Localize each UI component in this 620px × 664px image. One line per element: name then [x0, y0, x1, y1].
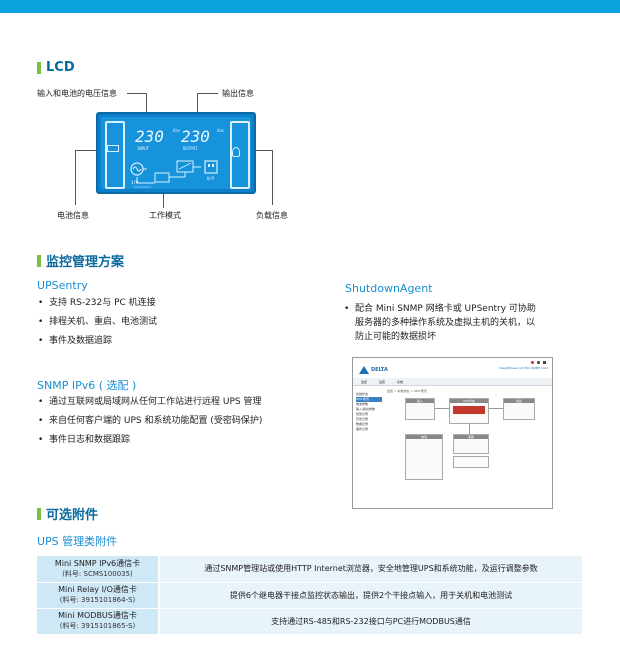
snmp-list: 通过互联网或局域网从任何工作站进行远程 UPS 管理 来自任何客户端的 UPS … [37, 397, 337, 454]
callout-line-mode [163, 194, 164, 208]
callout-line-output [197, 93, 218, 123]
lcd-label-input-battery: 输入和电池的电压信息 [37, 89, 117, 98]
callout-line-input [127, 93, 147, 123]
menu-item-system[interactable]: 系统 [397, 379, 404, 384]
lcd-label-work-mode: 工作模式 [149, 211, 181, 220]
list-item: 事件日志和数据跟踪 [37, 435, 337, 446]
delta-triangle-icon [359, 366, 369, 374]
snmp-web-screenshot: DELTA InsightPower G3 Mini SNMP Card 监控 … [352, 357, 553, 509]
title-marker [37, 507, 41, 520]
flag-icon [531, 361, 534, 364]
output-port-label: O/P [207, 176, 215, 181]
input-port-label: I/P [131, 180, 139, 185]
lcd-screen: 230 Vac INPUT 230 Vac OUTPUT I/P O/P [101, 117, 251, 189]
battery-icon [107, 145, 119, 152]
sidebar-item-active[interactable]: UPS 概况 [356, 397, 382, 402]
menu-bar: 监控 设置 系统 [353, 378, 552, 386]
breadcrumb: 监控 > 系统状态 > UPS 概况 [387, 389, 427, 393]
accessory-desc-cell: 通过SNMP管理站或使用HTTP Internet浏览器，安全地管理UPS和系统… [158, 556, 582, 583]
list-item: 通过互联网或局域网从任何工作站进行远程 UPS 管理 [37, 397, 337, 408]
list-item: 排程关机、重启、电池测试 [37, 317, 327, 328]
lcd-label-battery: 电池信息 [57, 211, 89, 220]
sidebar-item[interactable]: 系统状态 [356, 392, 369, 396]
input-voltage-value: 230 [135, 127, 164, 146]
upsentry-list: 支持 RS-232与 PC 机连接 排程关机、重启、电池测试 事件及数据追踪 [37, 298, 327, 355]
sidebar-item[interactable]: 电池参数 [356, 402, 369, 406]
sidebar-item[interactable]: 输入/输出参数 [356, 407, 376, 411]
callout-line-load [256, 150, 273, 205]
accessory-desc-cell: 提供6个继电器干接点监控状态输出，提供2个干接点输入，用于关机和电池测试 [158, 582, 582, 609]
accessories-subtitle: UPS 管理类附件 [37, 535, 118, 548]
monitor-section-title: 监控管理方案 [37, 251, 124, 270]
table-row: Mini SNMP IPv6通信卡 (料号: SCMS100035) 通过SNM… [37, 556, 582, 583]
menu-item-settings[interactable]: 设置 [379, 379, 386, 384]
connector-line [489, 408, 503, 409]
connector-line [435, 408, 449, 409]
table-row: Mini MODBUS通信卡 (料号: 3915101865-S) 支持通过RS… [37, 608, 582, 635]
output-voltage-unit: Vac [217, 128, 225, 133]
product-name: InsightPower G3 Mini SNMP Card [498, 366, 548, 370]
sidebar-item[interactable]: 历史记录 [356, 417, 369, 421]
lcd-label-load: 负载信息 [256, 211, 288, 220]
load-level-segment [230, 121, 250, 189]
accessories-table: Mini SNMP IPv6通信卡 (料号: SCMS100035) 通过SNM… [37, 556, 582, 635]
accessories-section-title: 可选附件 [37, 504, 98, 523]
bulb-icon [232, 147, 240, 157]
accessory-name-cell: Mini SNMP IPv6通信卡 (料号: SCMS100035) [37, 556, 159, 583]
input-caption: INPUT [137, 146, 150, 151]
input-voltage-unit: Vac [173, 128, 181, 133]
sidebar: 系统状态 UPS 概况 电池参数 输入/输出参数 告警记录 历史记录 数据记录 … [356, 392, 382, 452]
accessory-name-cell: Mini MODBUS通信卡 (料号: 3915101865-S) [37, 608, 159, 635]
title-marker [37, 61, 41, 74]
list-item: 支持 RS-232与 PC 机连接 [37, 298, 327, 309]
lcd-display: 230 Vac INPUT 230 Vac OUTPUT I/P O/P [96, 112, 256, 194]
delta-logo: DELTA [359, 366, 388, 374]
connector-line [469, 424, 470, 434]
accessory-desc-cell: 支持通过RS-485和RS-232接口与PC进行MODBUS通信 [158, 608, 582, 635]
panel-output: 输出 [503, 398, 535, 420]
accessory-name-cell: Mini Relay I/O通信卡 (料号: 3915101864-S) [37, 582, 159, 609]
panel-extra [453, 456, 489, 468]
help-icon[interactable] [537, 361, 540, 364]
upsentry-title: UPSentry [37, 279, 88, 292]
panel-battery: 电池 [405, 434, 443, 480]
shutdown-agent-description: 配合 Mini SNMP 网络卡或 UPSentry 可协助 服务器的多种操作系… [344, 302, 585, 344]
sidebar-item[interactable]: 事件记录 [356, 427, 369, 431]
snmp-title: SNMP IPv6 ( 选配 ) [37, 379, 137, 392]
lcd-section-title: LCD [37, 60, 75, 75]
sidebar-item[interactable]: 数据记录 [356, 422, 369, 426]
panel-bypass: 旁路 [453, 434, 489, 454]
panel-input: 输入 [405, 398, 435, 420]
work-mode-flow-icon [130, 160, 218, 188]
panel-ups-status: UPS状态 [449, 398, 489, 424]
top-banner [0, 0, 620, 13]
home-icon[interactable] [543, 361, 546, 364]
output-voltage-value: 230 [181, 127, 210, 146]
battery-level-segment [105, 121, 125, 189]
callout-line-battery [75, 150, 96, 205]
output-caption: OUTPUT [183, 146, 198, 151]
title-marker [37, 254, 41, 267]
menu-item-monitor[interactable]: 监控 [361, 379, 368, 384]
list-item: 事件及数据追踪 [37, 336, 327, 347]
header-icons [531, 361, 546, 364]
status-bar [453, 406, 485, 414]
list-item: 来自任何客户端的 UPS 和系统功能配置 (受密码保护) [37, 416, 337, 427]
table-row: Mini Relay I/O通信卡 (料号: 3915101864-S) 提供6… [37, 582, 582, 609]
sidebar-item[interactable]: 告警记录 [356, 412, 369, 416]
lcd-label-output: 输出信息 [222, 89, 254, 98]
shutdown-agent-title: ShutdownAgent [345, 282, 433, 295]
